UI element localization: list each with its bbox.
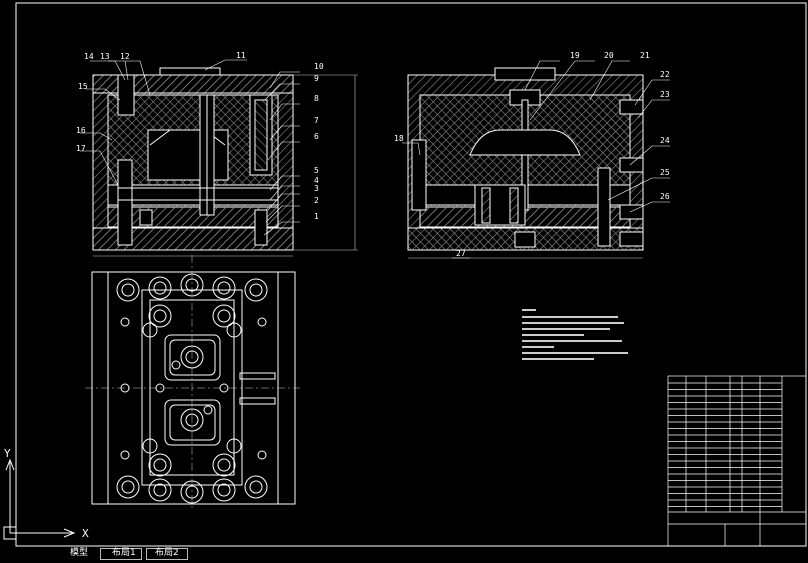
boss-circle [244,278,268,302]
left-callout: 13 [100,52,110,61]
left-callout: 6 [314,132,319,141]
tab-model[interactable]: 模型 [70,548,89,558]
technical-notes [522,309,628,360]
right-leader-lines [402,60,670,259]
guide-bush [142,438,158,454]
right-callout: 25 [660,168,670,177]
bom-table [667,375,807,547]
boss-hole [153,458,167,472]
ucs-x-label: X [82,527,89,540]
boss-circle [212,276,236,300]
left-callout: 5 [314,166,319,175]
right-callout: 18 [394,134,404,143]
boss-circle [148,276,172,300]
right-callout: 27 [456,249,466,258]
guide-bush [226,322,242,338]
boss-circle [244,475,268,499]
left-callout: 2 [314,196,319,205]
boss-circle [148,478,172,502]
boss-hole [217,281,231,295]
right-callout: 20 [604,51,614,60]
right-callout: 21 [640,51,650,60]
left-callout: 15 [78,82,88,91]
boss-hole [153,281,167,295]
boss-circle [148,453,172,477]
pin-hole [120,317,130,327]
plan-view [85,255,300,510]
boss-circle [212,478,236,502]
layout-tabs: 模型 布局1 布局2 [0,547,808,560]
boss-hole [153,483,167,497]
guide-bush [142,322,158,338]
pin-hole [171,360,181,370]
right-callout: 26 [660,192,670,201]
pin-hole [257,450,267,460]
pin-hole [120,450,130,460]
tab-layout-1[interactable]: 布局1 [112,548,136,558]
boss-circle [116,475,140,499]
guide-bush [226,438,242,454]
left-callout: 8 [314,94,319,103]
right-callout: 23 [660,90,670,99]
left-callout: 17 [76,144,86,153]
left-callout: 7 [314,116,319,125]
right-callout: 24 [660,136,670,145]
boss-hole [249,480,263,494]
left-callout: 4 [314,176,319,185]
left-callout: 14 [84,52,94,61]
pin-hole [203,405,213,415]
ucs-y-label: Y [4,447,11,460]
left-callout: 11 [236,51,246,60]
left-callout: 9 [314,74,319,83]
boss-circle [116,278,140,302]
boss-hole [217,458,231,472]
tab-layout-2[interactable]: 布局2 [155,548,179,558]
drawing-frame [15,2,807,547]
boss-hole [153,309,167,323]
boss-hole [217,309,231,323]
pin-hole [257,317,267,327]
boss-circle [212,453,236,477]
left-callout: 3 [314,184,319,193]
boss-circle [212,304,236,328]
left-callout: 1 [314,212,319,221]
boss-hole [217,483,231,497]
right-section-view [407,67,644,259]
boss-circle [148,304,172,328]
boss-hole [249,283,263,297]
boss-hole [121,480,135,494]
ucs-icon [3,458,76,540]
left-leader-lines [80,59,300,236]
boss-hole [121,283,135,297]
left-section-view [92,67,358,257]
right-callout: 19 [570,51,580,60]
left-callout: 10 [314,62,324,71]
left-callout: 16 [76,126,86,135]
left-callout: 12 [120,52,130,61]
right-callout: 22 [660,70,670,79]
